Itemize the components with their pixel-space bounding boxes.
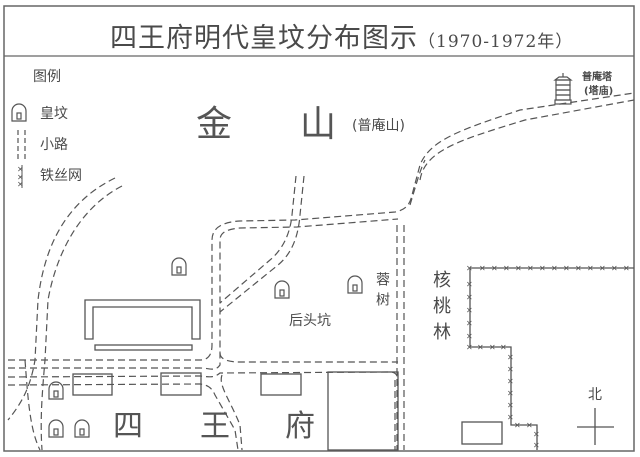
legend-title: 图例: [33, 69, 61, 85]
svg-text:✕: ✕: [527, 264, 534, 273]
svg-text:✕: ✕: [514, 421, 521, 430]
label-fu: 府: [285, 409, 315, 444]
svg-text:✕: ✕: [507, 365, 514, 374]
svg-text:✕: ✕: [539, 264, 546, 273]
svg-text:✕: ✕: [587, 264, 594, 273]
path-icon: [17, 130, 26, 160]
svg-text:✕: ✕: [489, 343, 496, 352]
svg-text:✕: ✕: [507, 377, 514, 386]
svg-text:✕: ✕: [466, 332, 473, 341]
svg-text:✕: ✕: [507, 401, 514, 410]
large-compound: [327, 371, 399, 451]
label-shan: 山: [300, 104, 337, 145]
label-pagoda: 普庵塔: [582, 72, 612, 83]
svg-text:✕: ✕: [17, 165, 24, 174]
long-building: [94, 344, 193, 351]
svg-text:✕: ✕: [466, 306, 473, 315]
svg-text:✕: ✕: [515, 264, 522, 273]
tomb-icon: [274, 280, 290, 299]
barbed-wire-icon: ✕ ✕ ✕: [17, 165, 24, 189]
buildings: [72, 299, 503, 451]
label-tree: 蓉树: [374, 272, 390, 312]
label-jin: 金: [196, 104, 233, 145]
tomb-icon: [11, 103, 27, 122]
svg-text:✕: ✕: [466, 343, 473, 352]
svg-text:✕: ✕: [599, 264, 606, 273]
svg-text:✕: ✕: [507, 353, 514, 362]
label-pu-an-shan: (普庵山): [352, 118, 405, 134]
svg-text:✕: ✕: [551, 264, 558, 273]
map-title: 四王府明代皇坟分布图示（1970-1972年）: [110, 25, 573, 52]
svg-text:✕: ✕: [533, 430, 540, 439]
svg-text:✕: ✕: [623, 264, 630, 273]
title-years: （1970-1972年）: [418, 32, 574, 52]
svg-text:✕: ✕: [466, 264, 473, 273]
svg-text:✕: ✕: [533, 441, 540, 450]
svg-text:✕: ✕: [479, 264, 486, 273]
svg-text:✕: ✕: [17, 180, 24, 189]
paths: [7, 92, 635, 451]
svg-text:✕: ✕: [575, 264, 582, 273]
svg-text:✕: ✕: [477, 343, 484, 352]
barbed-wire-fence: ✕ ✕ ✕ ✕ ✕ ✕ ✕ ✕ ✕ ✕ ✕ ✕ ✕ ✕ ✕ ✕ ✕ ✕ ✕ ✕ ✕ ✕ ✕ ✕ ✕ ✕ ✕ ✕ ✕ ✕ ✕ ✕ ✕: [466, 264, 634, 450]
svg-text:✕: ✕: [500, 343, 507, 352]
svg-text:✕: ✕: [526, 421, 533, 430]
label-wang: 王: [200, 409, 230, 444]
svg-text:✕: ✕: [507, 413, 514, 422]
legend-item-path: 小路: [40, 137, 68, 153]
label-pagoda-sub: (塔庙): [584, 86, 614, 97]
pagoda-icon: [553, 73, 573, 105]
legend-item-tomb: 皇坟: [40, 106, 68, 122]
svg-text:✕: ✕: [466, 293, 473, 302]
tomb-icon: [347, 275, 363, 294]
label-hou-tou-keng: 后头坑: [289, 313, 331, 329]
svg-text:✕: ✕: [563, 264, 570, 273]
tomb-icon: [171, 257, 187, 276]
tomb-icon: [48, 381, 64, 400]
svg-text:✕: ✕: [611, 264, 618, 273]
svg-text:✕: ✕: [466, 319, 473, 328]
north-arrow-icon: [577, 408, 614, 445]
svg-text:✕: ✕: [466, 280, 473, 289]
svg-text:✕: ✕: [491, 264, 498, 273]
label-si: 四: [113, 409, 143, 444]
u-shaped-building: [84, 299, 201, 340]
legend-item-wire: 铁丝网: [40, 168, 82, 184]
tomb-markers: [11, 103, 363, 438]
label-walnut-grove: 核桃林: [430, 270, 451, 348]
label-north: 北: [588, 387, 602, 403]
map-frame: [3, 5, 635, 452]
svg-text:✕: ✕: [503, 264, 510, 273]
tomb-icon: [74, 419, 90, 438]
tomb-icon: [48, 419, 64, 438]
title-main: 四王府明代皇坟分布图示: [110, 23, 418, 54]
svg-text:✕: ✕: [507, 389, 514, 398]
svg-text:✕: ✕: [17, 173, 24, 182]
